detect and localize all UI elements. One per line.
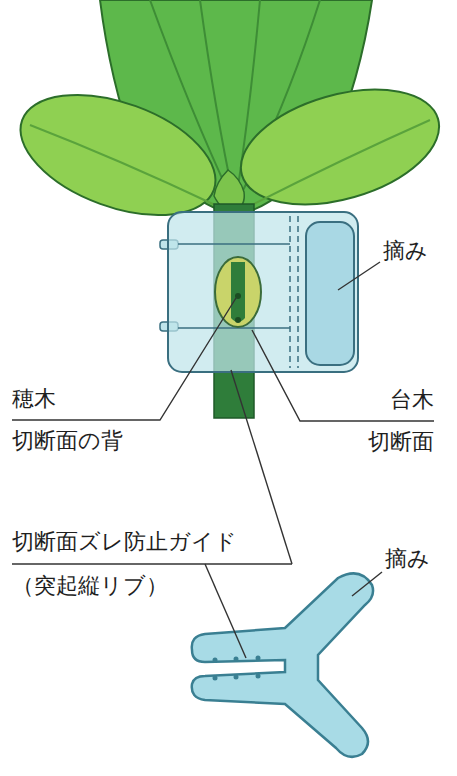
scion-cut <box>231 262 245 322</box>
cut-surface <box>215 257 261 327</box>
part-label: 摘み <box>383 238 445 264</box>
leader-lines <box>12 262 434 658</box>
grip <box>306 222 354 365</box>
clip-front <box>160 212 358 372</box>
part-label: 台木 切断面 <box>356 379 434 463</box>
part-label: 摘み <box>385 546 447 572</box>
clip-top-view <box>192 573 373 757</box>
part-label: 穂木 切断面の背 <box>12 378 142 462</box>
cotyledon <box>228 69 453 225</box>
part-label: 切断面ズレ防止ガイド （突起縦リブ） <box>12 520 262 608</box>
seedling <box>4 0 452 418</box>
